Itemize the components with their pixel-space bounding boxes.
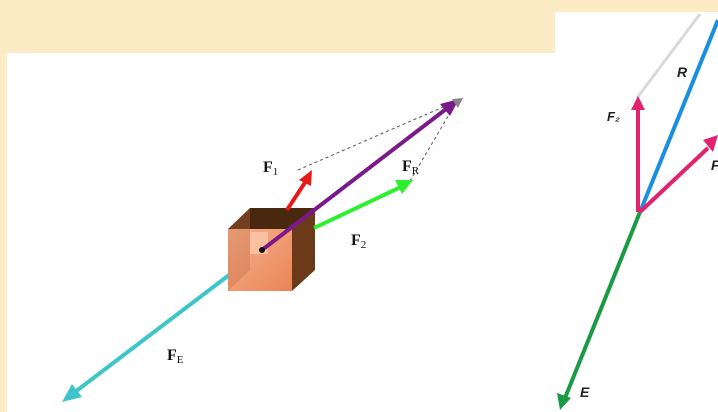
e-label: E [580,384,590,400]
fe-label: F [167,347,177,364]
f1-arrow-head [299,170,312,186]
f2-right-arrow-head [631,96,645,110]
f1-right-arrow-head [703,135,718,152]
fr-arrow-head [440,99,459,116]
f1-right-arrow-shaft [638,146,710,214]
fr-arrow-tip-gray [452,98,463,108]
fe-arrow-head [62,384,82,402]
f2-arrow-shaft [313,184,404,230]
box-inner-shadow [228,208,250,291]
fr-label: F [402,158,412,175]
r-arrow-shaft [638,19,718,213]
e-arrow-shaft [563,211,642,399]
f1-right-label-partial: F [711,157,718,173]
svg-text:F2: F2 [351,232,366,251]
box-right-face [292,208,315,291]
r-label: R [677,64,688,80]
right-diagram: R F₂ F E [557,13,718,410]
f2-label-subscript: 2 [361,239,367,251]
svg-text:F1: F1 [263,159,278,178]
box-highlight [250,232,268,254]
dashed-construction-line-top [297,100,458,171]
f1-label-subscript: 1 [273,166,279,178]
fe-label-subscript: E [177,354,184,366]
f1-label: F [263,159,273,176]
left-diagram: F1 FR F2 FE [62,98,463,402]
f2-label: F [351,232,361,249]
fr-label-subscript: R [412,165,420,177]
fr-arrow-shaft [260,104,452,252]
construction-line [635,13,702,99]
f2-right-label: F₂ [607,109,620,124]
e-arrow-head [557,393,571,410]
svg-text:FR: FR [402,158,420,177]
f2-arrow-head [395,180,413,194]
svg-text:FE: FE [167,347,184,366]
f1-arrow-shaft [285,179,308,212]
box-center-point [259,247,265,253]
